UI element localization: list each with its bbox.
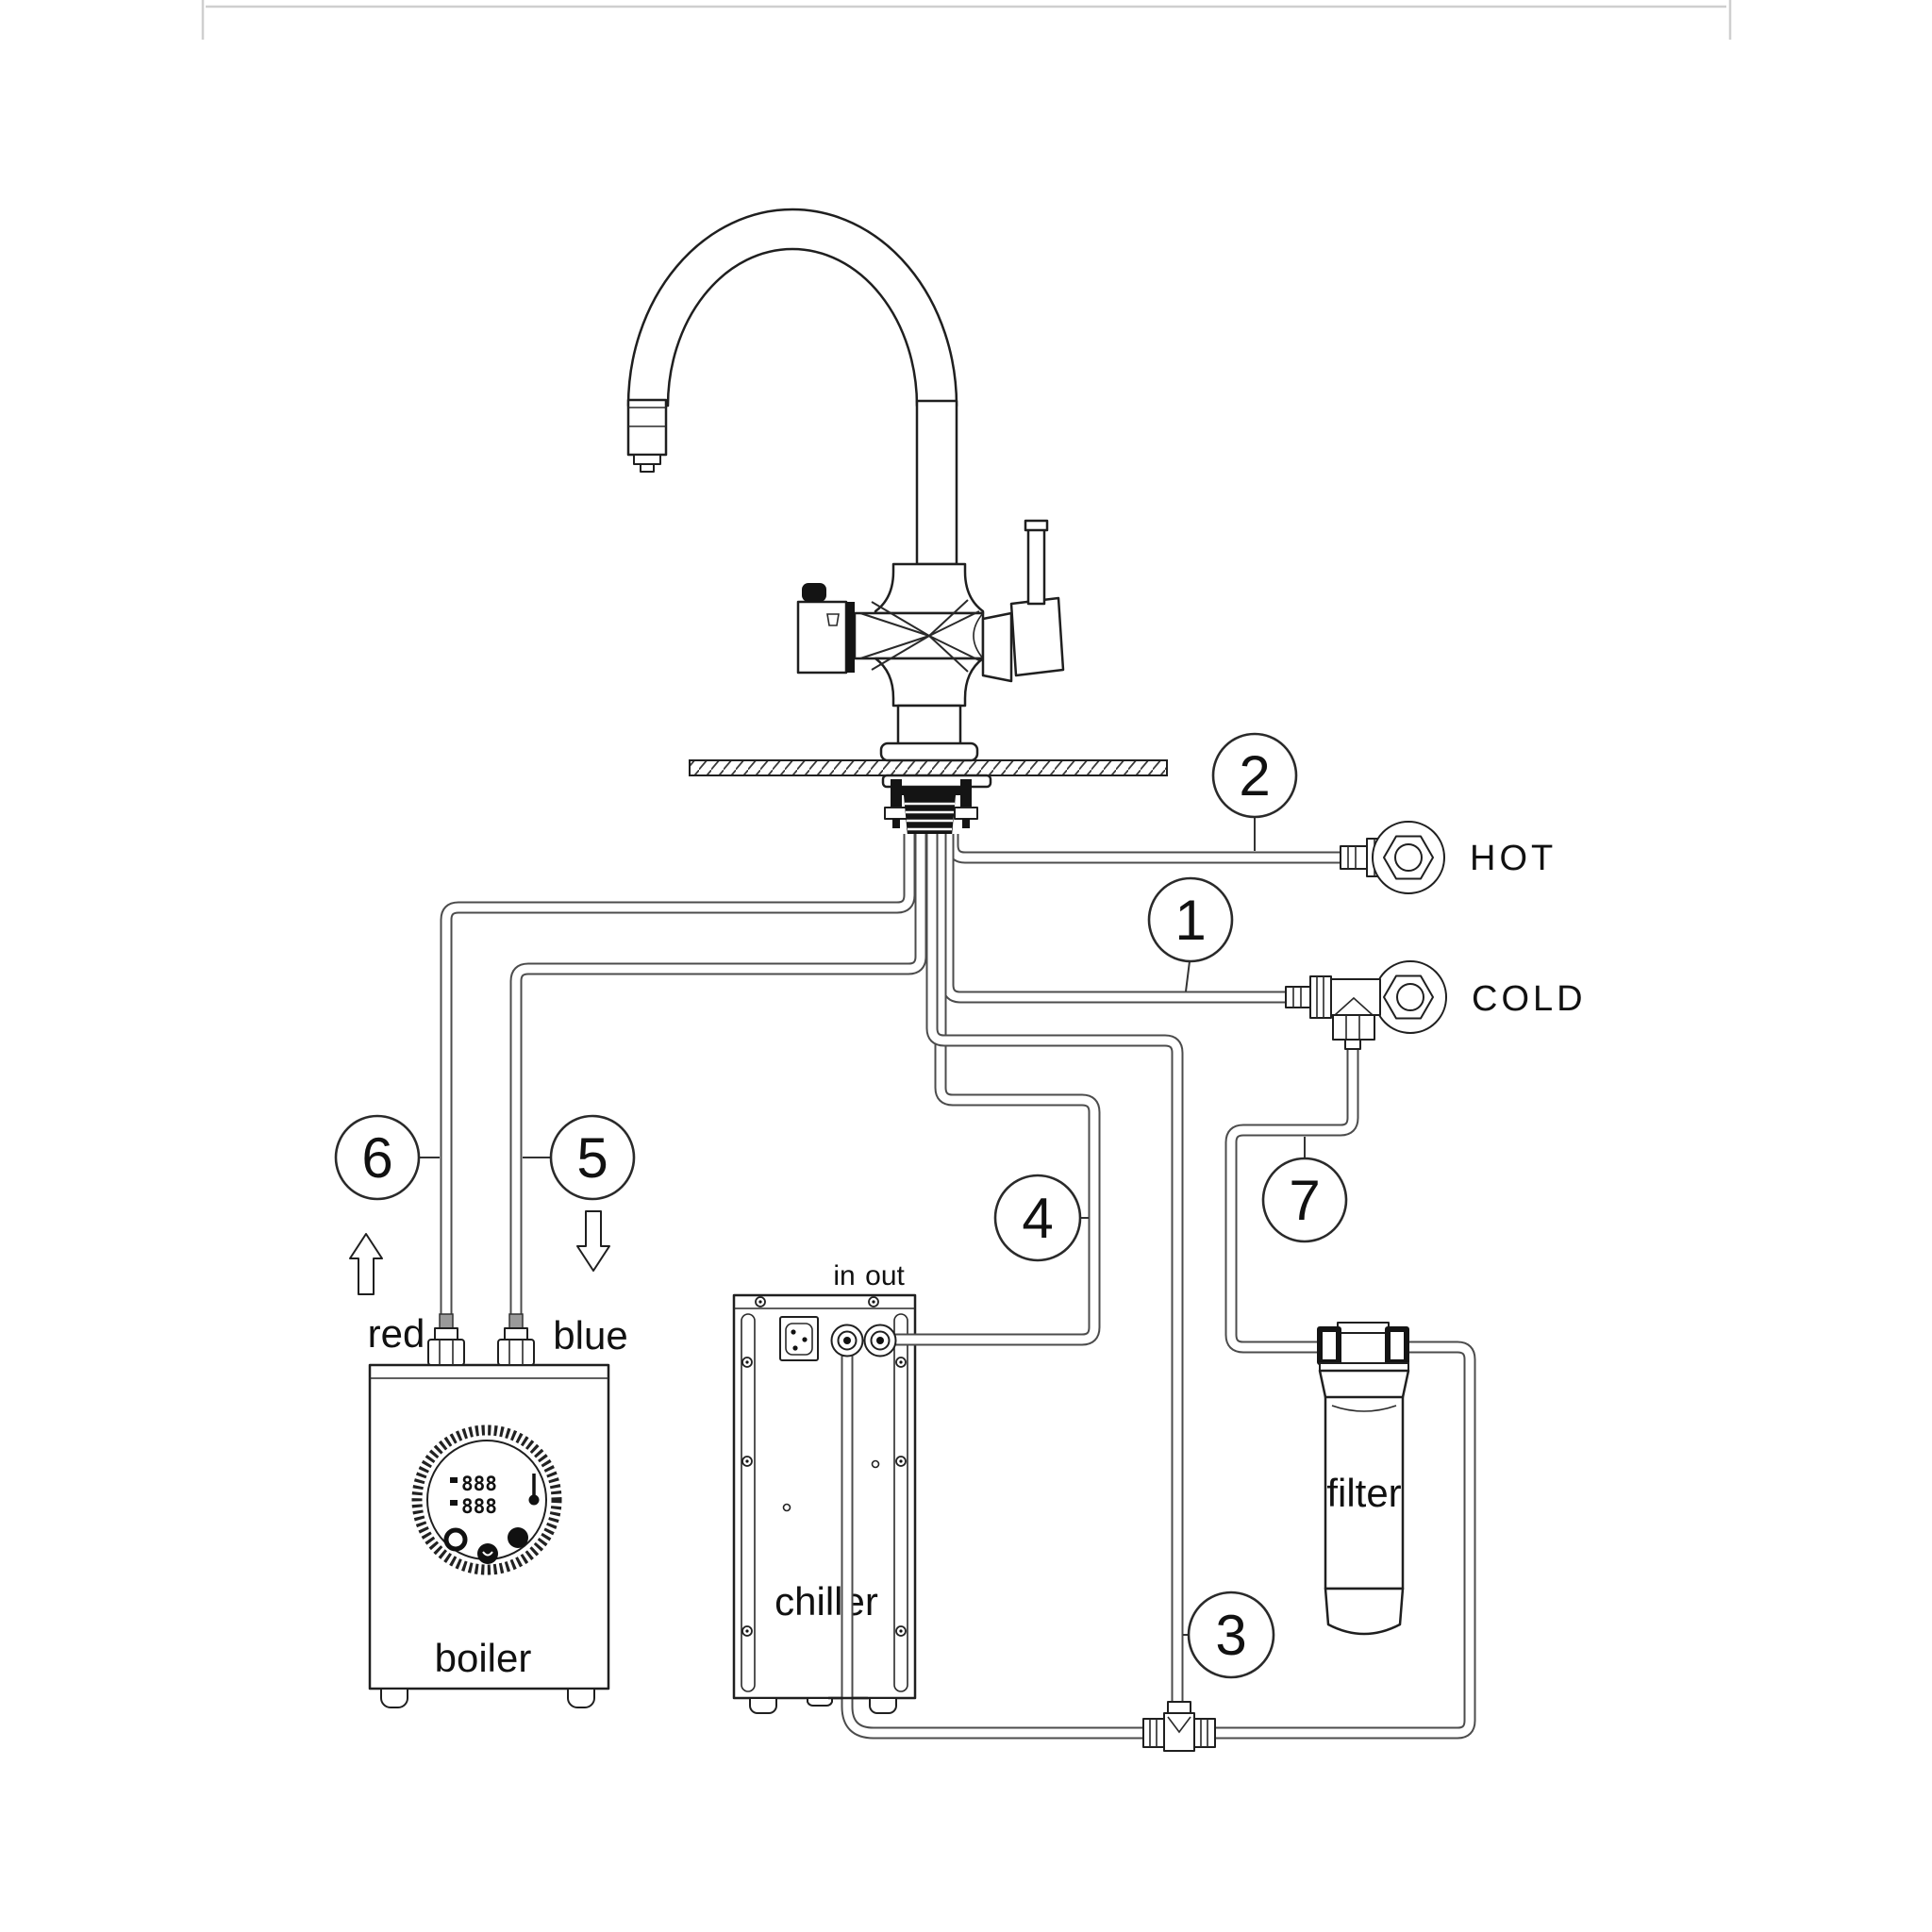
hot-label: HOT [1470,839,1557,878]
filter-label: filter [1326,1471,1401,1515]
kitchen-tap [626,208,1065,762]
boiler-label: boiler [435,1636,532,1680]
boiler-foot-right [567,1688,595,1708]
boiler-display: 888 888 [411,1424,562,1575]
tap-body-cross-pattern [859,599,984,673]
callout-6: 6 [334,1114,440,1201]
chiller-outlet-label: out [865,1260,905,1291]
chiller-foot-left [749,1697,777,1714]
tap-body [853,562,985,762]
chiller-screws [741,1296,907,1637]
tap-base-flange [879,741,979,762]
droplet-icon [826,613,840,626]
callout-7: 7 [1261,1137,1348,1243]
callout-4: 4 [993,1174,1089,1262]
tap-lever [1026,523,1046,606]
callout-5-number: 5 [576,1126,608,1190]
safety-button [802,583,826,602]
boiler-unit: 888 888 boiler [368,1363,610,1708]
callout-6-number: 6 [361,1126,392,1190]
cold-isolation-tee [1285,960,1447,1050]
callout-5: 5 [523,1114,636,1201]
boiler-button-mid [477,1543,498,1564]
callout-2-number: 2 [1239,744,1270,808]
pipework [440,834,1476,1740]
red-pipe-label: red [368,1311,425,1356]
chiller-foot-center [807,1697,833,1707]
callout-3-number: 3 [1215,1604,1246,1667]
callout-7-number: 7 [1289,1169,1320,1232]
tap-riser [915,399,958,566]
chiller-inlet-label: in [833,1260,855,1291]
tap-handle [981,519,1065,683]
flow-down-arrow [576,1210,610,1272]
countertop [689,759,1168,776]
flow-up-arrow [349,1233,383,1295]
boiler-button-ring [443,1527,468,1552]
callout-1: 1 [1147,876,1234,992]
tap-boiling-head [796,583,855,675]
callout-3: 3 [1183,1591,1275,1679]
boiler-button-right [508,1527,528,1548]
tap-shank [881,774,992,836]
page-edge-lines [201,0,1732,40]
callout-2: 2 [1211,732,1298,851]
chiller-port-out [863,1324,897,1357]
thermometer-icon [528,1474,540,1506]
hot-isolation-valve [1340,821,1445,894]
chiller-label: chiller [774,1579,878,1624]
boiler-inlet-fittings [427,1313,535,1366]
chiller-foot-right [869,1697,897,1714]
tap-spout-outlet [626,398,668,473]
chiller-port-in [830,1324,864,1357]
chiller-unit: chiller [732,1293,917,1714]
power-inlet-socket [779,1316,819,1361]
cold-label: COLD [1472,979,1587,1019]
callout-1-number: 1 [1174,889,1206,952]
tap-spout-arc [626,208,958,408]
filter-unit: filter [1317,1322,1410,1636]
hose-filtered-to-tap [925,834,1184,1707]
callout-4-number: 4 [1022,1187,1053,1250]
blue-pipe-label: blue [553,1313,627,1357]
boiler-foot-left [380,1688,408,1708]
tee-connector [1142,1701,1216,1752]
boiler-display-row2: 888 [461,1495,497,1518]
boiler-display-row1: 888 [461,1473,497,1495]
